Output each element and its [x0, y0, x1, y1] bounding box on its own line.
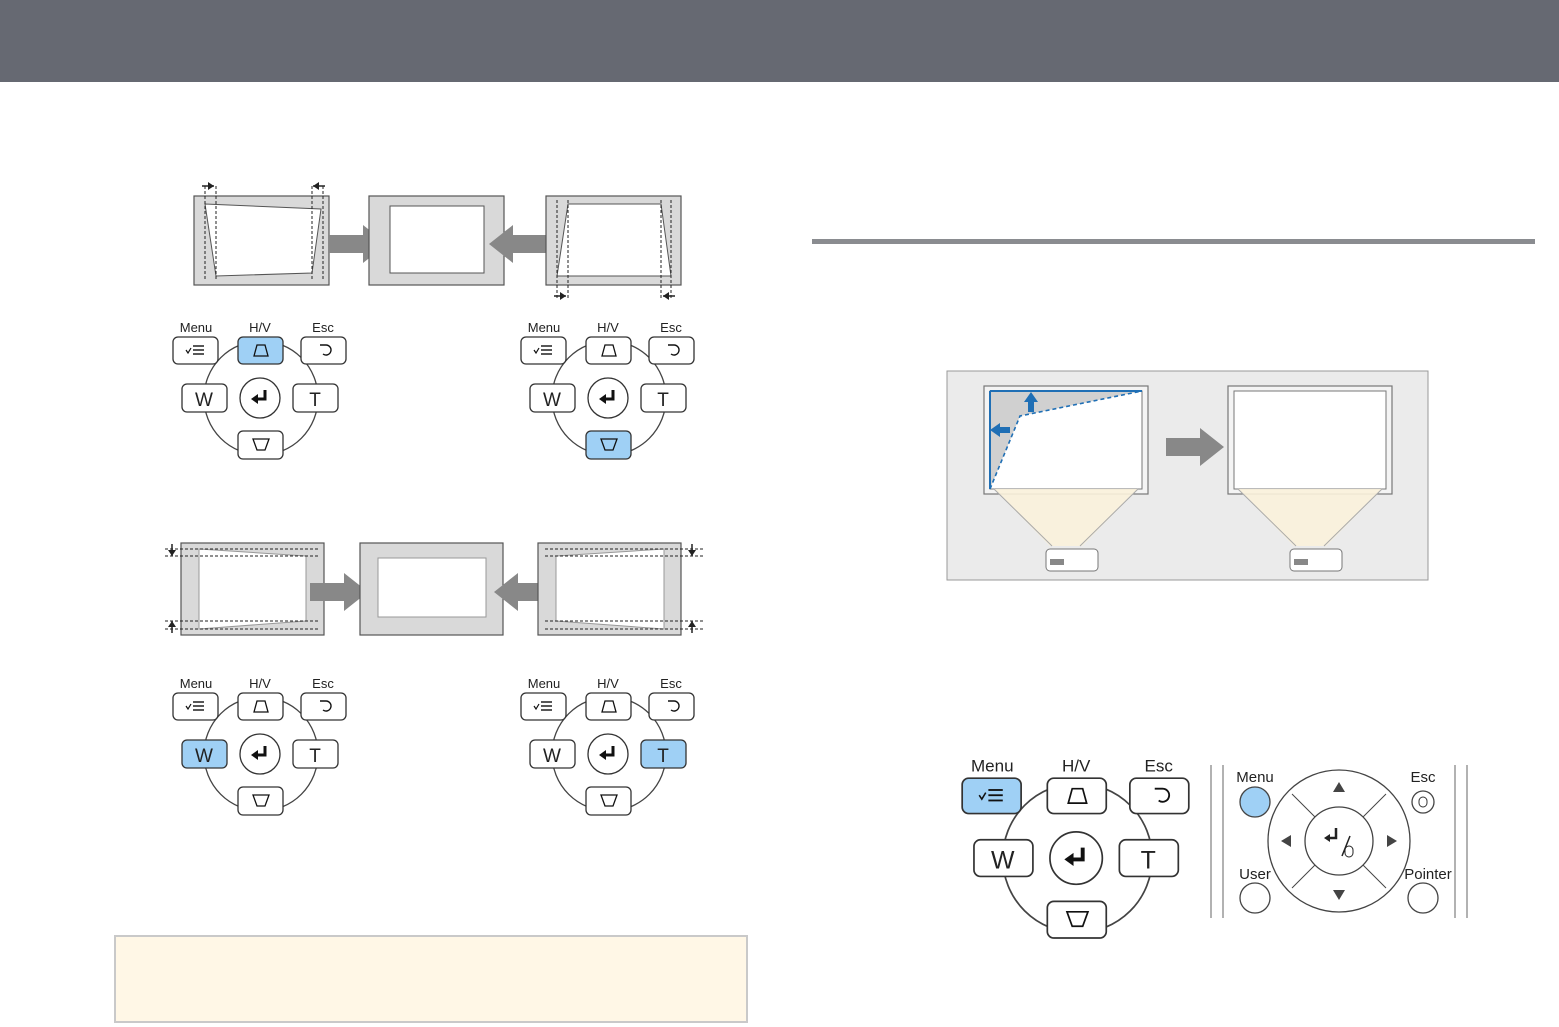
panel-hk-left: Menu H/V EscW T: [173, 320, 346, 459]
hk-screen-right: [546, 196, 681, 300]
hv-label: H/V: [597, 676, 619, 691]
keystone-down-button[interactable]: [1047, 901, 1106, 938]
hv-label: H/V: [1062, 757, 1091, 776]
remote-control: Menu Esc User Pointer: [1211, 765, 1467, 918]
remote-user-label: User: [1239, 866, 1271, 883]
esc-label: Esc: [312, 320, 334, 335]
esc-label: Esc: [660, 676, 682, 691]
esc-label: Esc: [312, 676, 334, 691]
keystone-down-button[interactable]: [238, 787, 283, 815]
esc-button[interactable]: [301, 337, 346, 364]
hk-screen-left: [194, 182, 329, 285]
remote-enter-button[interactable]: [1305, 807, 1373, 875]
keystone-down-button[interactable]: [238, 431, 283, 459]
esc-button[interactable]: [301, 693, 346, 720]
vk-figure: [165, 543, 703, 635]
menu-label: Menu: [180, 676, 213, 691]
hk-screen-center: [369, 196, 504, 285]
menu-label: Menu: [180, 320, 213, 335]
esc-label: Esc: [660, 320, 682, 335]
remote-menu-label: Menu: [1236, 769, 1274, 786]
hv-button[interactable]: [586, 337, 631, 364]
hv-label: H/V: [249, 676, 271, 691]
esc-button[interactable]: [649, 693, 694, 720]
tele-label: T: [1141, 847, 1156, 875]
vk-screen-left: [165, 543, 324, 635]
keystone-down-button[interactable]: [586, 787, 631, 815]
remote-user-button[interactable]: [1240, 883, 1270, 913]
remote-menu-button[interactable]: [1240, 787, 1270, 817]
hv-label: H/V: [597, 320, 619, 335]
tele-label: T: [657, 746, 669, 767]
wide-label: W: [991, 847, 1015, 875]
hv-button[interactable]: [586, 693, 631, 720]
esc-button[interactable]: [649, 337, 694, 364]
hv-button[interactable]: [1047, 778, 1106, 813]
esc-button[interactable]: [1130, 778, 1189, 813]
hv-button[interactable]: [238, 693, 283, 720]
menu-label: Menu: [971, 757, 1014, 776]
remote-esc-button[interactable]: [1412, 791, 1434, 813]
esc-label: Esc: [1144, 757, 1173, 776]
quick-corner-figure: [947, 371, 1428, 580]
wide-label: W: [195, 746, 213, 767]
tele-label: T: [309, 390, 321, 411]
vk-screen-right: [538, 543, 703, 635]
tele-label: T: [657, 390, 669, 411]
wide-label: W: [543, 746, 561, 767]
wide-label: W: [543, 390, 561, 411]
keystone-down-button[interactable]: [586, 431, 631, 459]
hv-label: H/V: [249, 320, 271, 335]
hv-button[interactable]: [238, 337, 283, 364]
remote-pointer-label: Pointer: [1404, 866, 1452, 883]
vk-screen-center: [360, 543, 503, 635]
wide-label: W: [195, 390, 213, 411]
panel-vk-left: Menu H/V EscW T: [173, 676, 346, 815]
remote-esc-label: Esc: [1410, 769, 1436, 786]
remote-pointer-button[interactable]: [1408, 883, 1438, 913]
hk-figure: [194, 182, 681, 300]
menu-label: Menu: [528, 320, 561, 335]
tele-label: T: [309, 746, 321, 767]
menu-label: Menu: [528, 676, 561, 691]
